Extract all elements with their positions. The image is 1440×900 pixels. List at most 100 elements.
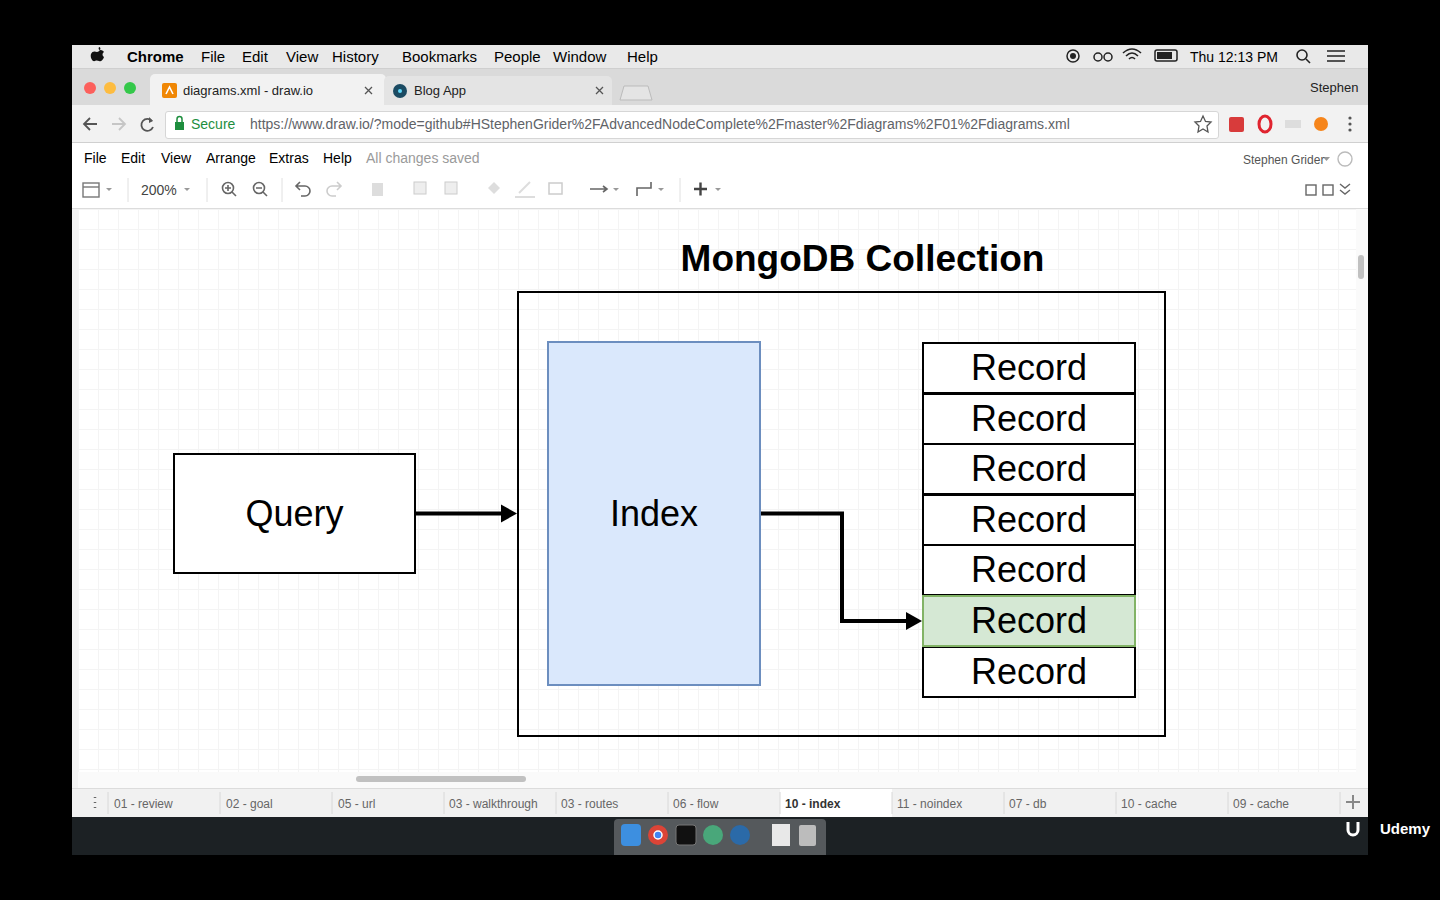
- menu-item: Edit: [242, 48, 268, 66]
- delete: [372, 183, 383, 196]
- atom-icon: [703, 825, 723, 845]
- page-tab: 03 - routes: [561, 795, 618, 813]
- dropdown-caret: [613, 188, 619, 191]
- page-tab: 10 - cache: [1121, 795, 1177, 813]
- pages-menu: [94, 797, 97, 808]
- vertical-scroll-thumb: [1358, 255, 1364, 279]
- tab-close: [365, 87, 372, 94]
- search-icon: [1297, 50, 1307, 60]
- line-color: [519, 182, 530, 193]
- page-tab: 06 - flow: [673, 795, 718, 813]
- arrowhead: [501, 505, 517, 523]
- wifi-icon: [1123, 49, 1141, 59]
- glasses-icon: [1094, 53, 1102, 61]
- add-page: [1346, 795, 1360, 809]
- query-box: Query: [173, 453, 416, 574]
- chrome-dock-icon: [654, 831, 662, 839]
- react-favicon-core: [398, 89, 402, 93]
- collapse: [1340, 184, 1350, 194]
- menu-item: Help: [627, 48, 658, 66]
- page-tab: 05 - url: [338, 795, 375, 813]
- dropdown-caret: [106, 188, 112, 191]
- dropdown-caret: [184, 188, 190, 191]
- box-label: Record: [971, 550, 1087, 590]
- app-menu-item: Help: [323, 149, 352, 167]
- connector-arrow: [761, 514, 922, 631]
- undo: [296, 182, 310, 196]
- connection-style: [590, 186, 607, 192]
- battery-icon: [1155, 50, 1177, 61]
- highlighted-record-box: Record: [922, 595, 1136, 647]
- page-tab: 01 - review: [114, 795, 173, 813]
- box-label: Record: [971, 399, 1087, 439]
- box-label: Record: [971, 500, 1087, 540]
- list-icon: [1327, 51, 1345, 61]
- dropdown-caret: [658, 188, 664, 191]
- waypoints: [637, 182, 651, 196]
- finder-icon: [621, 824, 641, 846]
- line-color: [515, 196, 535, 198]
- box-label: Query: [245, 494, 343, 534]
- record-box: Record: [922, 646, 1136, 698]
- save-status: All changes saved: [366, 149, 480, 167]
- fullscreen: [1306, 185, 1316, 195]
- zoom-level: 200%: [141, 181, 177, 199]
- bookmark-star: [1195, 116, 1211, 132]
- dropdown-caret: [715, 188, 721, 191]
- vertical-scroll-track: [1356, 209, 1368, 772]
- separator: [128, 178, 129, 202]
- page-tab: 07 - db: [1009, 795, 1046, 813]
- search-icon: [1306, 59, 1310, 63]
- udemy-logo: [1348, 822, 1358, 835]
- record-box: Record: [922, 494, 1136, 546]
- arrowhead: [906, 612, 922, 630]
- chrome-dock-icon: [648, 825, 668, 845]
- separator: [680, 178, 681, 202]
- chrome-menu: [1348, 116, 1351, 119]
- clock: Thu 12:13 PM: [1190, 48, 1278, 66]
- tab-title: diagrams.xml - draw.io: [183, 82, 313, 100]
- insert-plus: [694, 183, 707, 196]
- zoom-out: [256, 188, 267, 196]
- lock-shackle: [177, 117, 182, 122]
- drawio-favicon: [162, 83, 177, 98]
- record-box: Record: [922, 393, 1136, 445]
- page-tab: 09 - cache: [1233, 795, 1289, 813]
- panel-toggle: [83, 186, 99, 187]
- glasses-icon: [1104, 53, 1112, 61]
- box-label: Record: [971, 601, 1087, 641]
- extension-icon: [1285, 120, 1301, 128]
- shadow: [549, 183, 562, 194]
- to-front: [414, 182, 426, 194]
- chrome-menu: [1348, 128, 1351, 131]
- app-icon: [730, 825, 750, 845]
- secure-badge: Secure: [191, 115, 235, 133]
- app-menu-bar: [72, 143, 1368, 173]
- page-tab-selected: 10 - index: [785, 795, 840, 813]
- back-arrow: [84, 118, 97, 130]
- record-icon: [1067, 50, 1079, 62]
- tab-close: [596, 87, 603, 94]
- app-menu-item: Arrange: [206, 149, 256, 167]
- menu-item: Bookmarks: [402, 48, 477, 66]
- format-panel: [1323, 185, 1333, 195]
- box-label: Record: [971, 652, 1087, 692]
- drawio-favicon-mark: [166, 87, 173, 94]
- fill-color: [488, 182, 500, 194]
- menu-item: View: [286, 48, 318, 66]
- connector-line: [761, 514, 908, 622]
- profile-name: Stephen: [1310, 79, 1358, 97]
- extension-icon: [1229, 117, 1244, 132]
- app-menu-item: Extras: [269, 149, 309, 167]
- user-name: Stephen Grider: [1243, 151, 1324, 169]
- to-back: [445, 182, 457, 194]
- apple-logo: [91, 47, 104, 61]
- app-menu-title: Chrome: [127, 48, 184, 66]
- watermark: Udemy: [1380, 820, 1430, 838]
- collection-box: MongoDB CollectionIndexRecordRecordRecor…: [517, 291, 1166, 737]
- connector-line: [416, 512, 503, 516]
- canvas-side: [72, 209, 78, 788]
- lock-icon: [175, 122, 184, 130]
